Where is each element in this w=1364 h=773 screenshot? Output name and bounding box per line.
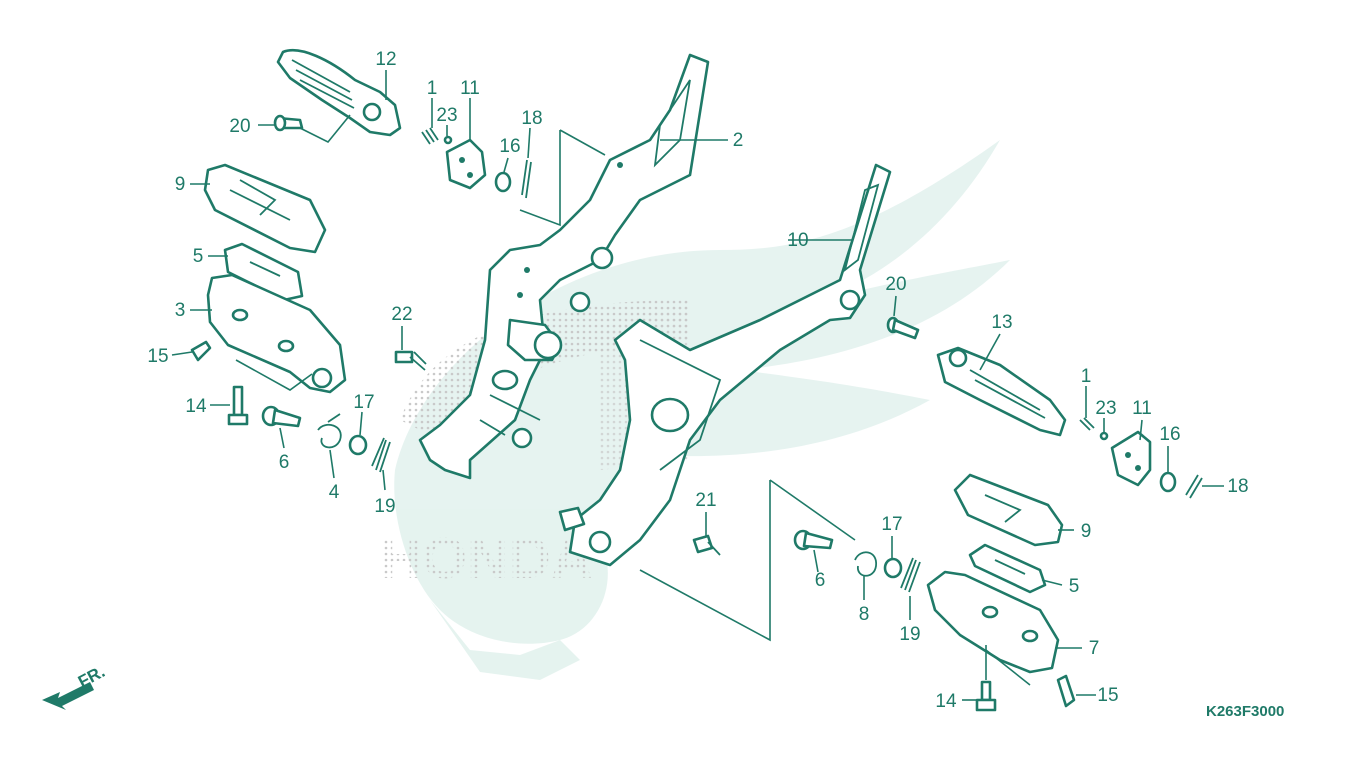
left-plate-5 (223, 242, 304, 302)
callout-15-right: 15 (1097, 685, 1118, 706)
callout-9: 9 (175, 174, 186, 195)
right-washer-17 (883, 557, 903, 579)
callout-13: 13 (991, 312, 1012, 333)
left-cotter-18 (521, 159, 532, 199)
left-spring-4 (317, 413, 342, 449)
left-footpeg-12 (276, 49, 402, 137)
callout-7: 7 (1089, 638, 1100, 659)
right-pin-20 (886, 316, 920, 340)
callout-9-right: 9 (1081, 521, 1092, 542)
callout-1: 1 (427, 78, 438, 99)
front-direction-arrow: FR. (42, 662, 108, 710)
right-ball-23 (1099, 431, 1109, 441)
callout-14-right: 14 (935, 691, 957, 712)
callout-1-right: 1 (1081, 366, 1092, 387)
callout-23-right: 23 (1095, 398, 1116, 419)
callout-22: 22 (391, 304, 412, 325)
left-spring-1 (421, 127, 439, 145)
callout-11: 11 (460, 78, 480, 99)
right-spring-8 (854, 551, 877, 577)
callout-16-right: 16 (1159, 424, 1180, 445)
callout-12: 12 (375, 49, 396, 70)
left-washer-17 (348, 434, 368, 456)
right-clip-15 (1056, 674, 1076, 708)
callout-21: 21 (695, 490, 716, 511)
left-spring-19 (371, 437, 391, 473)
callout-18: 18 (521, 108, 542, 129)
callout-4: 4 (329, 482, 340, 503)
right-washer-16 (1159, 471, 1177, 493)
callout-19: 19 (374, 496, 395, 517)
left-pin-6 (261, 405, 302, 428)
callout-15: 15 (147, 346, 168, 367)
left-clip-15 (190, 340, 212, 362)
callout-2: 2 (733, 130, 744, 151)
right-footpeg-13 (936, 346, 1067, 437)
left-pin-20 (273, 114, 304, 132)
right-rubber-9 (953, 473, 1064, 547)
callout-23: 23 (436, 105, 457, 126)
callout-11-right: 11 (1132, 398, 1152, 419)
main-bracket-2 (418, 53, 710, 480)
right-spring-1 (1079, 417, 1095, 431)
right-pin-6 (793, 529, 834, 551)
left-step-3 (206, 273, 347, 394)
callout-5: 5 (193, 246, 204, 267)
leader-lines (171, 70, 1224, 701)
callout-20: 20 (229, 116, 250, 137)
callout-6: 6 (279, 452, 290, 473)
callout-14: 14 (185, 396, 207, 417)
callout-19-right: 19 (899, 624, 920, 645)
callout-10: 10 (787, 230, 808, 251)
callout-labels: 12 20 1 23 11 16 18 2 9 5 3 15 14 6 4 17… (147, 49, 1248, 712)
right-plate-5 (968, 543, 1047, 594)
left-plate-11 (445, 138, 487, 190)
callout-17: 17 (353, 392, 374, 413)
left-washer-16 (494, 171, 512, 193)
diagram-code: K263F3000 (1206, 703, 1284, 720)
right-bracket-10 (558, 163, 892, 567)
bolt-21 (692, 534, 721, 556)
callout-3: 3 (175, 300, 186, 321)
callout-17-right: 17 (881, 514, 902, 535)
right-step-7 (926, 570, 1060, 674)
right-bolt-14 (975, 680, 997, 712)
honda-watermark-text: HONDA (380, 526, 593, 591)
callout-16: 16 (499, 136, 520, 157)
callout-18-right: 18 (1227, 476, 1248, 497)
callout-8: 8 (859, 604, 870, 625)
left-rubber-9 (203, 163, 327, 254)
callout-20-right: 20 (885, 274, 906, 295)
right-spring-19 (900, 557, 921, 593)
right-plate-11 (1110, 430, 1152, 487)
left-bolt-14 (227, 385, 249, 426)
left-ball-23 (443, 135, 453, 145)
bolt-22 (394, 350, 427, 371)
callout-5-right: 5 (1069, 576, 1080, 597)
callout-6-right: 6 (815, 570, 826, 591)
right-cotter-18 (1185, 474, 1203, 499)
